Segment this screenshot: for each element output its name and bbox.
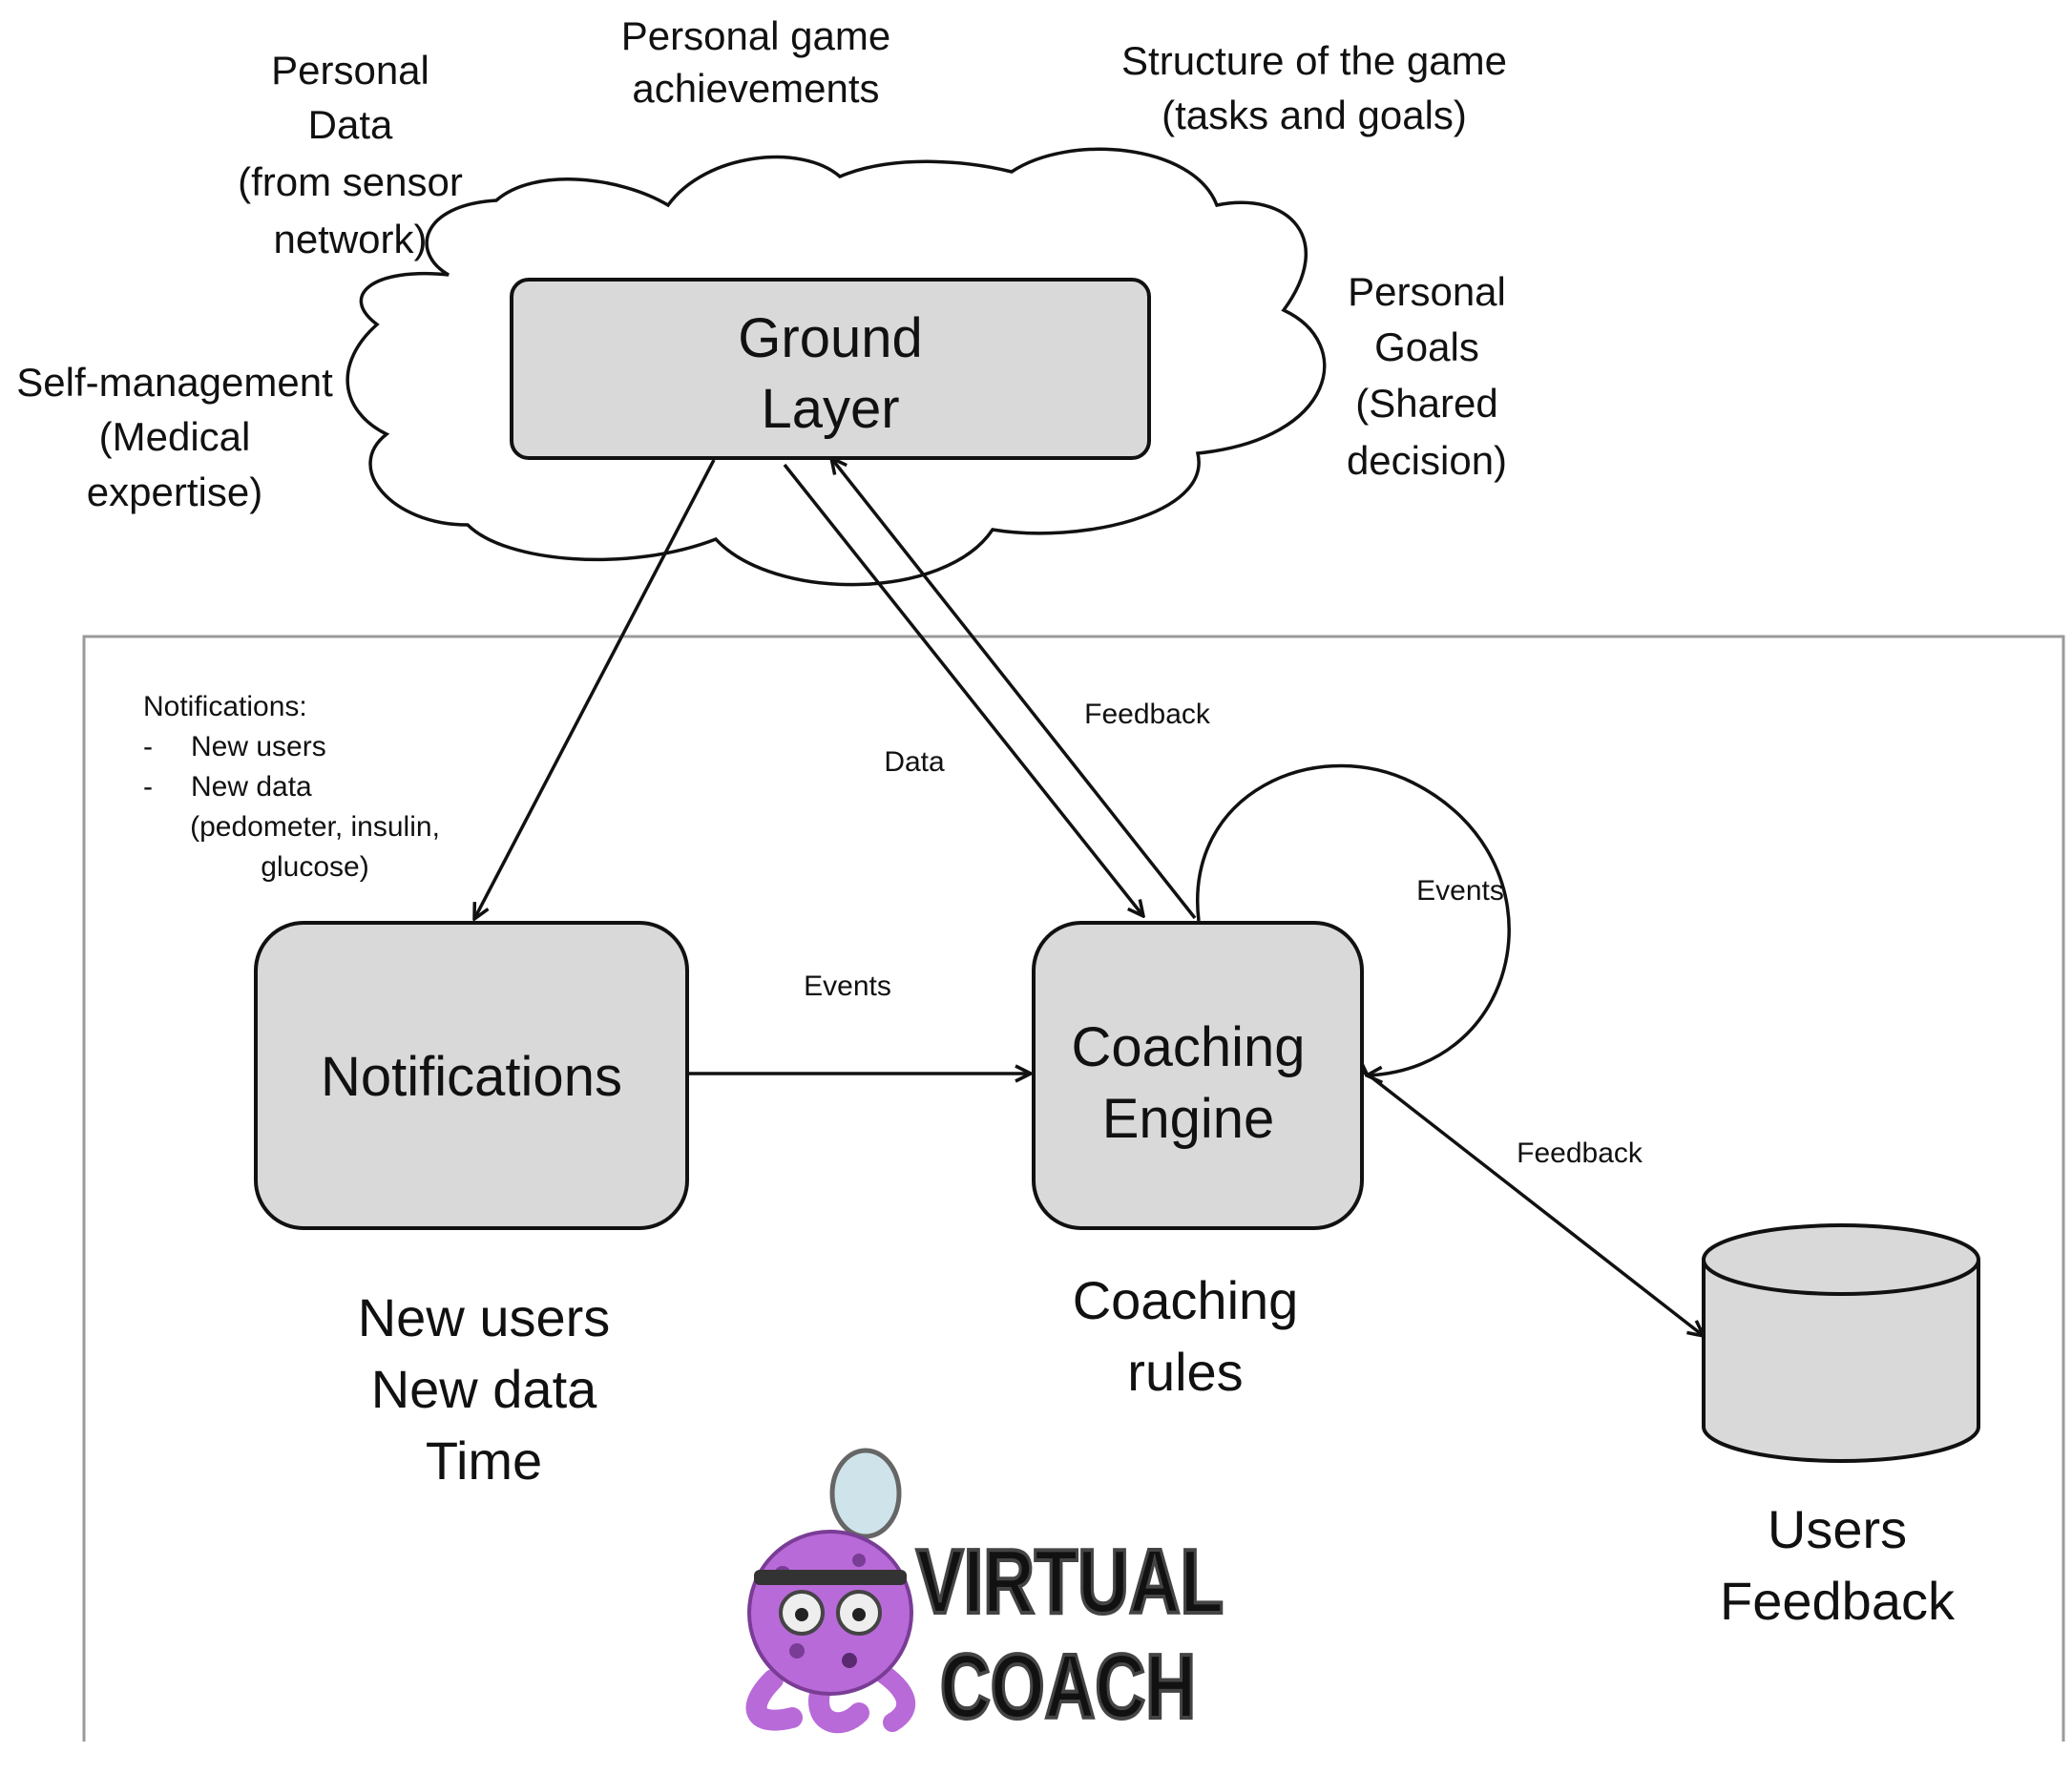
svg-text:expertise): expertise) (87, 470, 262, 514)
svg-text:Goals: Goals (1374, 324, 1479, 369)
svg-text:(from sensor: (from sensor (238, 159, 463, 204)
edge-events-self-loop (1196, 763, 1511, 1075)
self-management-annotation: Self-management (Medical expertise) (16, 360, 333, 514)
svg-text:Structure of the game: Structure of the game (1121, 38, 1507, 83)
coaching-engine-label-2: Engine (1102, 1088, 1275, 1150)
virtual-coach-logo: VIRTUAL COACH (745, 1448, 1225, 1740)
svg-text:(Shared: (Shared (1355, 381, 1497, 426)
edge-ground-to-notifications (474, 459, 716, 919)
logo-line-virtual: VIRTUAL (916, 1531, 1224, 1633)
svg-text:Self-management: Self-management (16, 360, 333, 405)
coaching-engine-box (1032, 921, 1364, 1230)
svg-text:New users: New users (191, 731, 326, 762)
svg-text:New data: New data (371, 1359, 597, 1419)
svg-text:achievements: achievements (632, 66, 879, 111)
svg-text:Notifications:: Notifications: (143, 691, 307, 722)
notifications-note: Notifications: - New users - New data (p… (143, 691, 440, 883)
edge-label-feedback-db: Feedback (1517, 1137, 1643, 1169)
octopus-mascot-icon (745, 1448, 916, 1734)
svg-text:glucose): glucose) (261, 851, 368, 883)
logo-line-coach: COACH (940, 1636, 1196, 1738)
coaching-engine-caption: Coaching rules (1073, 1270, 1299, 1402)
svg-text:Coaching: Coaching (1073, 1270, 1299, 1330)
svg-text:(tasks and goals): (tasks and goals) (1162, 93, 1467, 137)
svg-text:network): network) (273, 217, 427, 261)
svg-text:Data: Data (308, 102, 393, 147)
game-structure-annotation: Structure of the game (tasks and goals) (1121, 38, 1507, 137)
notifications-label: Notifications (321, 1046, 622, 1108)
svg-text:Personal game: Personal game (621, 13, 891, 58)
game-achievements-annotation: Personal game achievements (621, 13, 891, 111)
svg-text:Feedback: Feedback (1720, 1571, 1956, 1631)
edge-label-data: Data (884, 746, 945, 778)
edge-feedback-engine-db (1367, 1074, 1704, 1336)
notifications-box (254, 921, 689, 1230)
svg-text:decision): decision) (1347, 438, 1507, 483)
ground-layer-label-2: Layer (761, 378, 899, 440)
edge-label-feedback-ground: Feedback (1084, 699, 1211, 730)
edge-label-events-self: Events (1416, 875, 1504, 907)
svg-text:New data: New data (191, 771, 312, 803)
coaching-engine-label-1: Coaching (1071, 1016, 1305, 1078)
personal-data-annotation: Personal Data (from sensor network) (238, 48, 463, 261)
users-feedback-caption: Users Feedback (1720, 1499, 1956, 1631)
svg-text:Personal: Personal (1348, 269, 1506, 314)
ground-layer-label-1: Ground (738, 307, 922, 369)
system-frame (82, 635, 2065, 1742)
edge-data (783, 463, 1143, 916)
personal-goals-annotation: Personal Goals (Shared decision) (1347, 269, 1507, 483)
svg-text:(pedometer, insulin,: (pedometer, insulin, (190, 811, 440, 843)
svg-text:-: - (143, 771, 153, 803)
svg-text:Time: Time (426, 1430, 542, 1491)
svg-text:rules: rules (1127, 1342, 1243, 1402)
edge-feedback-to-ground (831, 458, 1197, 920)
svg-text:New users: New users (358, 1287, 611, 1347)
svg-text:Personal: Personal (271, 48, 429, 93)
svg-text:(Medical: (Medical (99, 414, 251, 459)
users-feedback-database (1702, 1223, 1980, 1463)
edge-label-events-notif: Events (804, 970, 891, 1002)
svg-text:Users: Users (1768, 1499, 1907, 1559)
svg-text:-: - (143, 731, 153, 762)
notifications-caption: New users New data Time (358, 1287, 611, 1491)
